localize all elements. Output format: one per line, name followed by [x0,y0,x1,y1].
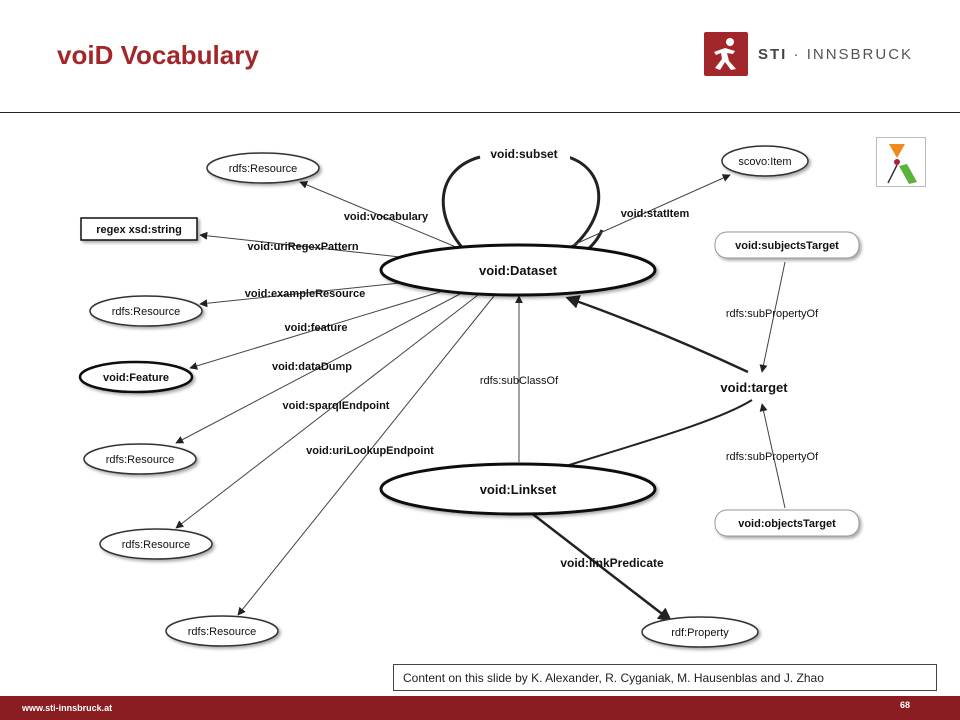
node-regex-string-label: regex xsd:string [96,224,182,236]
edge-regex-label: void:uriRegexPattern [247,241,359,253]
edge-datadump-line [175,293,461,444]
edge-datadump-label: void:dataDump [272,361,352,373]
node-subjects-target[interactable] [714,231,860,259]
edge-lines [175,155,786,622]
node-linkset-label: void:Linkset [480,482,557,497]
node-objects-target[interactable] [714,509,860,537]
node-regex-string[interactable] [80,217,198,241]
void-logo-icon [876,137,926,187]
footer-url[interactable]: www.sti-innsbruck.at [22,703,113,713]
node-rdfs-resource-top[interactable] [206,152,320,184]
edge-subproperty-top-label: rdfs:subPropertyOf [726,308,819,320]
node-objects-target-label: void:objectsTarget [738,518,836,530]
node-subjects-target-label: void:subjectsTarget [735,240,839,252]
edge-feature-label: void:feature [285,322,348,334]
edge-lookup-label: void:uriLookupEndpoint [306,445,434,457]
edge-vocabulary-line [299,181,469,253]
node-rdfs-resource-sparql[interactable] [99,528,213,560]
node-rdf-property[interactable] [641,616,759,648]
edge-target-label: void:target [720,380,788,395]
edge-example-label: void:exampleResource [245,288,365,300]
credit-note: Content on this slide by K. Alexander, R… [393,664,937,691]
edge-linkset-target-line [565,399,753,467]
edge-linkpredicate-line [529,511,673,622]
node-dataset-label: void:Dataset [479,263,558,278]
node-rdfs-resource-top-label: rdfs:Resource [229,163,297,175]
page-number: 68 [900,700,911,710]
sti-figure-icon [704,32,748,76]
logo-name: INNSBRUCK [806,45,914,63]
edge-linkpredicate-label: void:linkPredicate [560,556,664,570]
header-divider [0,112,960,113]
edge-subclassof-label: rdfs:subClassOf [480,375,559,387]
edge-sparql-label: void:sparqlEndpoint [283,400,390,412]
slide-title: voiD Vocabulary [57,40,259,70]
logo-brand: STI [758,45,788,63]
edge-target-dataset-line [565,295,749,374]
node-feature[interactable] [78,360,194,394]
edge-feature-line [189,291,441,370]
node-rdfs-resource-dump[interactable] [83,443,197,475]
edge-sparql-line [175,294,479,529]
node-rdf-property-label: rdf:Property [671,627,729,639]
edge-subset-label-bg [484,143,570,163]
node-scovo-item-label: scovo:Item [738,156,791,168]
edge-vocabulary-label: void:vocabulary [344,211,429,223]
edge-example-line [199,282,401,308]
edge-subproperty-bottom-label: rdfs:subPropertyOf [726,451,819,463]
edge-regex-line [199,231,401,258]
edge-labels: void:subset void:vocabulary void:uriRege… [245,143,819,570]
node-rdfs-resource-lookup[interactable] [165,615,279,647]
logo-text: STI · INNSBRUCK [758,46,913,63]
edge-lookup-line [237,295,495,616]
node-rdfs-resource-dump-label: rdfs:Resource [106,454,174,466]
footer-bar: www.sti-innsbruck.at 68 [0,696,960,720]
node-scovo-item[interactable] [721,145,809,177]
sti-innsbruck-logo[interactable]: STI · INNSBRUCK [704,32,913,76]
edge-subproperty-bottom-line [759,403,786,509]
node-labels: void:Dataset void:Linkset rdfs:Resource … [96,156,839,639]
edge-statitem-label: void:statItem [621,208,690,220]
node-dataset[interactable] [379,243,657,297]
node-feature-label: void:Feature [103,372,169,384]
node-rdfs-resource-example-label: rdfs:Resource [112,306,180,318]
node-rdfs-resource-lookup-label: rdfs:Resource [188,626,256,638]
edge-subset-label: void:subset [490,147,557,161]
logo-separator: · [787,45,807,63]
edge-subproperty-top-line [759,261,786,373]
node-rdfs-resource-sparql-label: rdfs:Resource [122,539,190,551]
edge-statitem-line [561,174,731,251]
node-shapes [78,145,860,648]
node-rdfs-resource-example[interactable] [89,295,203,327]
node-linkset[interactable] [379,462,657,516]
